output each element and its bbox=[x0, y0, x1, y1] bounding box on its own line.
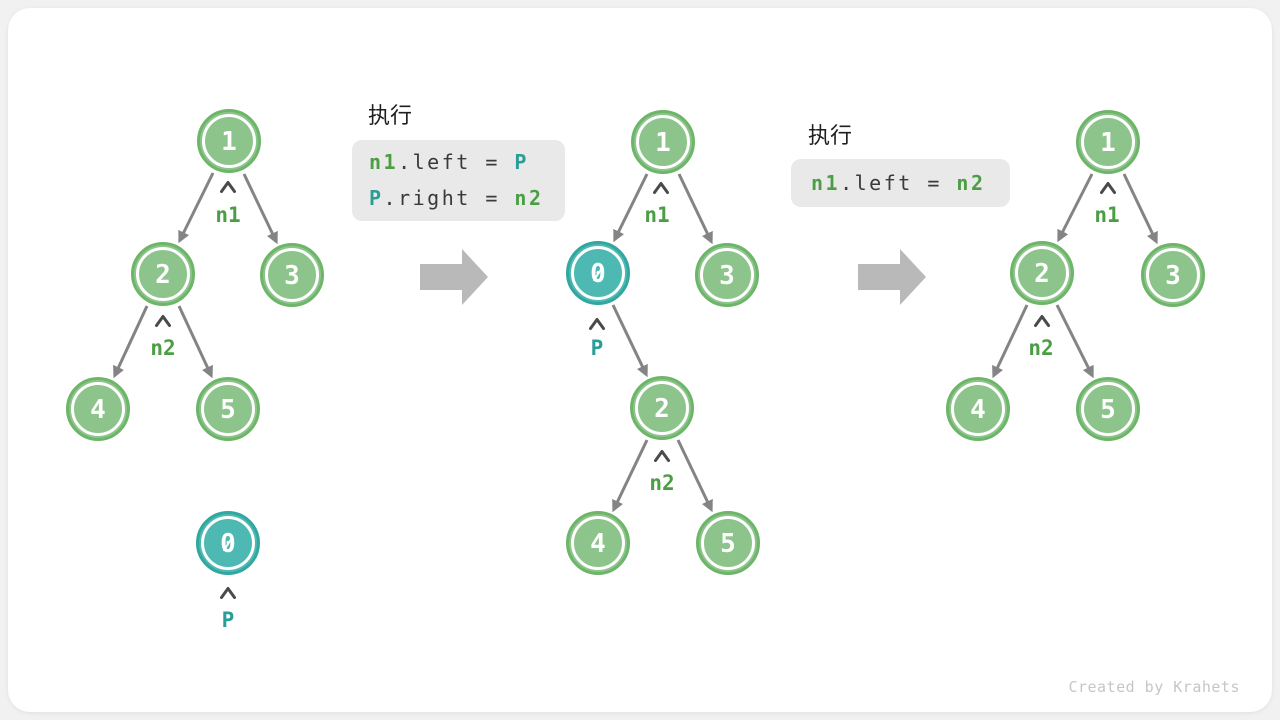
tree1-caret-p-icon bbox=[220, 587, 236, 599]
tree1-edge-2-4 bbox=[113, 305, 149, 379]
tree1-pointer-n2: n2 bbox=[150, 336, 175, 360]
tree3-node-2: 2 bbox=[1010, 241, 1074, 305]
tree1-edge-1-2 bbox=[178, 172, 215, 244]
tree3-node-3-value: 3 bbox=[1165, 261, 1181, 291]
tree1-edge-2-5 bbox=[177, 305, 213, 379]
tree1-node-1-value: 1 bbox=[221, 127, 237, 157]
step-arrow-1-icon bbox=[420, 249, 488, 305]
tree3-node-3: 3 bbox=[1141, 243, 1205, 307]
tree3-pointer-n2: n2 bbox=[1028, 336, 1053, 360]
tree3-caret-n2-icon bbox=[1034, 315, 1050, 327]
exec-label-1: 执行 bbox=[368, 104, 413, 129]
tree3-pointer-n1: n1 bbox=[1094, 203, 1119, 227]
code-token-n2: n2 bbox=[956, 171, 986, 195]
tree2-node-1-value: 1 bbox=[655, 128, 671, 158]
tree2-node-3-value: 3 bbox=[719, 261, 735, 291]
tree2-caret-p-icon bbox=[589, 318, 605, 330]
code-line-1: n1.left = P bbox=[369, 144, 565, 180]
code-token-left-assign: .left = bbox=[398, 150, 515, 174]
code-token-n1: n1 bbox=[811, 171, 841, 195]
tree2-node-0-P: 0 bbox=[566, 241, 630, 305]
tree2-node-3: 3 bbox=[695, 243, 759, 307]
tree2-node-2-value: 2 bbox=[654, 394, 670, 424]
tree2-node-4: 4 bbox=[566, 511, 630, 575]
tree1-pointer-p: P bbox=[222, 608, 235, 632]
tree1-node-4: 4 bbox=[66, 377, 130, 441]
step-arrow-2-icon bbox=[858, 249, 926, 305]
tree-2: 1 0 3 2 4 5 n1 P n2 bbox=[566, 110, 760, 575]
tree1-node-3-value: 3 bbox=[284, 261, 300, 291]
tree2-edge-2-5 bbox=[676, 439, 713, 513]
code-token-right-assign: .right = bbox=[383, 186, 515, 210]
tree3-node-1-value: 1 bbox=[1100, 128, 1116, 158]
tree-3: 1 2 3 4 5 n1 n2 bbox=[946, 110, 1205, 441]
tree3-edge-2-5 bbox=[1055, 304, 1094, 379]
tree3-node-2-value: 2 bbox=[1034, 259, 1050, 289]
tree1-caret-n2-icon bbox=[155, 315, 171, 327]
tree2-node-5-value: 5 bbox=[720, 529, 736, 559]
exec-label-2: 执行 bbox=[808, 124, 853, 149]
tree3-node-4: 4 bbox=[946, 377, 1010, 441]
tree2-pointer-n1: n1 bbox=[644, 203, 669, 227]
code-token-n1: n1 bbox=[369, 150, 399, 174]
code-token-P: P bbox=[369, 186, 384, 210]
tree3-edge-1-3 bbox=[1122, 173, 1158, 245]
tree1-caret-n1-icon bbox=[220, 181, 236, 193]
tree3-node-1: 1 bbox=[1076, 110, 1140, 174]
tree1-node-5: 5 bbox=[196, 377, 260, 441]
tree1-node-4-value: 4 bbox=[90, 395, 106, 425]
tree2-caret-n2-icon bbox=[654, 450, 670, 462]
tree-1: 1 2 3 4 5 0 n1 n2 P bbox=[66, 109, 324, 632]
tree3-caret-n1-icon bbox=[1100, 182, 1116, 194]
tree3-node-4-value: 4 bbox=[970, 395, 986, 425]
tree1-node-5-value: 5 bbox=[220, 395, 236, 425]
tree3-node-5-value: 5 bbox=[1100, 395, 1116, 425]
tree2-pointer-n2: n2 bbox=[649, 471, 674, 495]
tree2-edge-1-0 bbox=[613, 173, 649, 243]
tree2-edge-0-2 bbox=[611, 304, 648, 378]
tree2-node-1: 1 bbox=[631, 110, 695, 174]
code-token-left-assign: .left = bbox=[840, 171, 957, 195]
tree2-edge-1-3 bbox=[677, 173, 713, 245]
tree1-edge-1-3 bbox=[242, 173, 278, 245]
tree1-node-0-P: 0 bbox=[196, 511, 260, 575]
tree3-node-5: 5 bbox=[1076, 377, 1140, 441]
code-token-n2: n2 bbox=[514, 186, 544, 210]
tree1-node-2: 2 bbox=[131, 242, 195, 306]
tree2-node-5: 5 bbox=[696, 511, 760, 575]
code-block-1: n1.left = P P.right = n2 bbox=[352, 140, 565, 221]
tree2-node-2: 2 bbox=[630, 376, 694, 440]
tree1-node-1: 1 bbox=[197, 109, 261, 173]
code-line-2: P.right = n2 bbox=[369, 180, 565, 216]
code-block-2: n1.left = n2 bbox=[791, 159, 1010, 207]
tree2-node-4-value: 4 bbox=[590, 529, 606, 559]
tree2-edge-2-4 bbox=[612, 439, 649, 513]
tree1-node-2-value: 2 bbox=[155, 260, 171, 290]
tree2-pointer-p: P bbox=[591, 336, 604, 360]
tree2-caret-n1-icon bbox=[653, 182, 669, 194]
watermark: Created by Krahets bbox=[1068, 678, 1240, 696]
tree3-edge-2-4 bbox=[992, 304, 1029, 379]
tree1-pointer-n1: n1 bbox=[215, 203, 240, 227]
code-line-1: n1.left = n2 bbox=[811, 165, 1010, 201]
tree3-edge-1-2 bbox=[1057, 173, 1094, 243]
code-token-P: P bbox=[514, 150, 529, 174]
tree1-node-3: 3 bbox=[260, 243, 324, 307]
